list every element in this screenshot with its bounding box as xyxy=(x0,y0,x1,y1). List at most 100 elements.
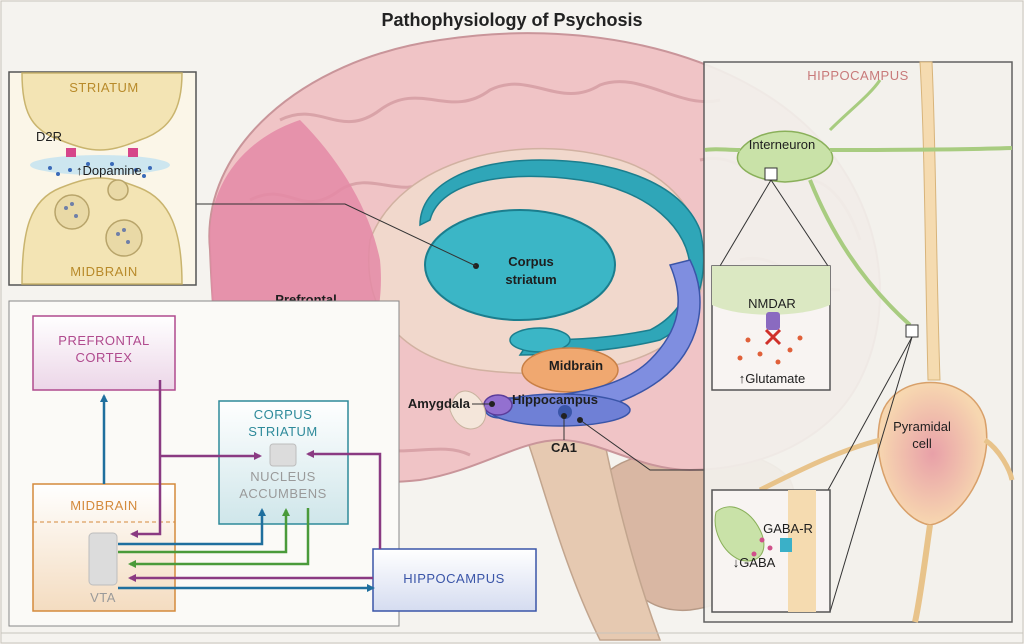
dopamine-dot xyxy=(48,166,52,170)
pyramidal-label-1: Pyramidal xyxy=(893,419,951,434)
interneuron-label: Interneuron xyxy=(749,137,816,152)
interneuron-axon xyxy=(808,179,912,327)
hippocampus-region xyxy=(484,259,701,419)
synapse-top-label: STRIATUM xyxy=(69,80,138,95)
vesicle-dot xyxy=(64,206,68,210)
d2r-receptor xyxy=(66,148,76,157)
nucleus-label-line1: NUCLEUS xyxy=(250,469,316,484)
vesicle-dot xyxy=(70,202,74,206)
glutamate-dot xyxy=(757,351,763,357)
glutamate-dot xyxy=(775,359,781,365)
glutamate-dot xyxy=(745,337,751,343)
zoom-line xyxy=(829,336,913,613)
arrow-hippocampus-to-accumbens xyxy=(306,450,382,549)
gaba-dot xyxy=(751,551,757,557)
zoom-line xyxy=(719,179,772,267)
dopamine-dot xyxy=(110,162,114,166)
arrow-vta-to-accumbens xyxy=(118,508,266,546)
dopamine-dot xyxy=(86,162,90,166)
hippocampus-inset-header: HIPPOCAMPUS xyxy=(807,68,909,83)
label-amygdala: Amygdala xyxy=(408,396,471,411)
vesicle-dot xyxy=(122,228,126,232)
basal-dendrite xyxy=(758,437,881,493)
dopamine-label: ↑Dopamine xyxy=(76,163,142,178)
glutamate-label: ↑Glutamate xyxy=(739,371,805,386)
striatum-box-line2: STRIATUM xyxy=(248,424,317,439)
vesicle-dot xyxy=(74,214,78,218)
vesicle xyxy=(107,179,129,201)
zoom-line xyxy=(827,336,913,491)
label-midbrain: Midbrain xyxy=(549,358,603,373)
pyramidal-label-2: cell xyxy=(912,436,932,451)
interneuron-process xyxy=(828,79,882,132)
leader-hippocampus-to-inset xyxy=(579,419,704,471)
arrow-green-1 xyxy=(118,508,290,554)
pointer-dot xyxy=(489,401,495,407)
synapse-bottom-label: MIDBRAIN xyxy=(70,264,138,279)
arrow-accumbens-to-vta xyxy=(128,508,310,568)
brainstem xyxy=(518,419,662,641)
hippocampus-box xyxy=(372,548,537,612)
hippocampus-inset xyxy=(703,61,1015,623)
nmdar-postsynaptic xyxy=(712,266,830,315)
vta-shape xyxy=(88,532,118,586)
temporal-pole xyxy=(449,390,487,430)
zoom-marker-interneuron xyxy=(764,167,778,181)
interneuron-process xyxy=(829,146,1013,152)
dopamine-dot xyxy=(142,174,146,178)
synapse-inset xyxy=(8,71,197,286)
axon xyxy=(912,524,933,623)
gaba-postsynaptic xyxy=(788,490,816,612)
nucleus-accumbens-shape xyxy=(269,443,297,467)
interneuron-process xyxy=(704,147,741,152)
striatum-box-line1: CORPUS xyxy=(254,407,313,422)
midbrain-box-label: MIDBRAIN xyxy=(70,498,138,513)
d2r-label: D2R xyxy=(36,129,62,144)
striatum-head xyxy=(509,327,571,353)
vesicle-dot xyxy=(126,240,130,244)
dopamine-dot xyxy=(134,168,138,172)
hippocampus-box-label: HIPPOCAMPUS xyxy=(403,571,505,586)
zoom-line xyxy=(770,179,829,267)
vesicle xyxy=(54,194,90,230)
nmdar-label: NMDAR xyxy=(748,296,796,311)
dopamine-dot xyxy=(56,172,60,176)
zoom-marker-pyramidal xyxy=(905,324,919,338)
label-hippocampus: Hippocampus xyxy=(512,392,598,407)
dopamine-dot xyxy=(148,166,152,170)
prefrontal-box xyxy=(32,315,176,391)
gaba-dot xyxy=(759,537,765,543)
arrow-prefrontal-to-vta xyxy=(130,380,162,538)
interneuron-body xyxy=(736,130,834,183)
midbrain-region xyxy=(521,347,619,393)
gaba-terminal xyxy=(714,506,765,562)
corpus-striatum xyxy=(424,209,616,321)
gyri xyxy=(279,80,721,123)
leader-striatum-to-inset xyxy=(196,203,477,267)
gaba-dot xyxy=(767,545,773,551)
prefrontal-box-line1: PREFRONTAL xyxy=(58,333,149,348)
striatal-terminal xyxy=(21,72,183,151)
glutamate-dot xyxy=(737,355,743,361)
pointer-dot xyxy=(577,417,583,423)
pyramidal-cell-body xyxy=(877,381,988,526)
label-ca1: CA1 xyxy=(551,440,577,455)
vta-label: VTA xyxy=(90,590,116,605)
glutamate-dot xyxy=(787,347,793,353)
gaba-r-label: GABA-R xyxy=(763,521,813,536)
vesicle xyxy=(105,219,143,257)
glutamate-dot xyxy=(797,335,803,341)
d2r-receptor xyxy=(128,148,138,157)
figure-title: Pathophysiology of Psychosis xyxy=(381,10,642,30)
blocked-x-icon xyxy=(764,328,782,346)
label-striatum-1: Corpus xyxy=(508,254,554,269)
nucleus-label-line2: ACCUMBENS xyxy=(239,486,327,501)
apical-dendrite xyxy=(919,61,941,381)
gaba-receptor xyxy=(780,538,792,552)
dopamine-dot xyxy=(68,168,72,172)
gaba-label: ↓GABA xyxy=(733,555,776,570)
pointer-dot xyxy=(561,413,567,419)
nmdar-receptor xyxy=(766,312,780,330)
